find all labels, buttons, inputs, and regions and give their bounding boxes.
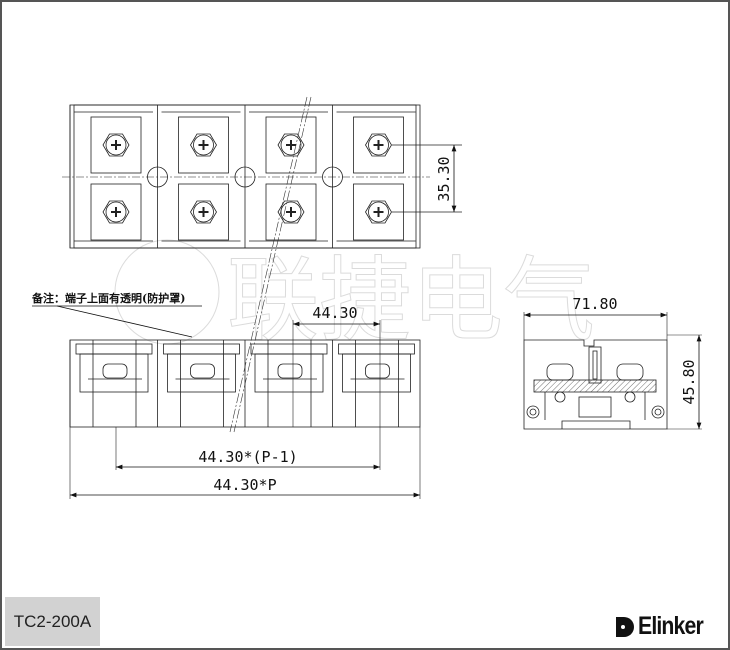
screw-head-icon [105, 134, 127, 156]
cross-slot-icon [286, 140, 296, 150]
hex-nut-icon [277, 133, 305, 157]
mounting-hole [526, 405, 540, 419]
hex-nut-icon [102, 200, 130, 224]
rail-notch [561, 420, 631, 429]
dim-label-width: 71.80 [572, 295, 617, 313]
mounting-hole [234, 166, 256, 188]
break-line [229, 96, 312, 433]
mounting-hole [147, 166, 168, 188]
thread-circle [624, 391, 636, 403]
hex-nut-icon [277, 200, 305, 224]
screw-head-icon [193, 201, 214, 223]
cross-slot-icon [111, 207, 121, 217]
screw-head-icon [280, 201, 302, 223]
terminal-pocket [178, 183, 229, 241]
terminal-window [342, 353, 411, 393]
top-flange [75, 343, 153, 355]
screw-side-icon [365, 363, 390, 379]
top-view [62, 104, 430, 249]
hatched-busbar [533, 379, 657, 393]
mounting-hole [651, 405, 665, 419]
cross-slot-icon [198, 140, 209, 150]
hex-nut-icon [365, 200, 392, 224]
screw-head-icon [280, 134, 302, 156]
terminal-window [167, 353, 236, 393]
screw-head-icon [368, 134, 389, 156]
dim-span-pminus1: 44.30*(P-1) [115, 427, 380, 470]
terminal-pocket [178, 116, 229, 174]
dim-label-height: 45.80 [680, 359, 698, 404]
base-window [578, 396, 612, 418]
screw-head-icon [193, 134, 214, 156]
mounting-hole-inner [529, 408, 537, 416]
brand-text: Elinker [638, 612, 704, 640]
side-view [523, 339, 668, 430]
center-barrier-slot [592, 350, 598, 380]
cross-slot-icon [373, 140, 384, 150]
hex-nut-icon [190, 200, 217, 224]
thread-circle [554, 391, 566, 403]
screw-side-icon [102, 363, 128, 379]
cross-slot-icon [286, 207, 296, 217]
model-label: TC2-200A [5, 597, 100, 646]
screw-side-icon [616, 363, 644, 381]
dim-71-80: 71.80 [523, 295, 668, 340]
brand-mark-icon [616, 616, 634, 637]
screw-side-icon [546, 363, 574, 381]
dim-total: 44.30*P [69, 427, 421, 499]
break-line-stroke [233, 96, 312, 433]
note-text: 备注：端子上面有透明(防护罩) [31, 291, 185, 305]
terminal-window [79, 353, 149, 393]
dim-45-80: 45.80 [667, 334, 702, 430]
dim-label-span: 44.30*(P-1) [198, 448, 297, 466]
mounting-hole-inner [654, 408, 662, 416]
watermark-text: 联捷电气 [227, 247, 595, 354]
screw-head-icon [105, 201, 127, 223]
terminal-pocket [265, 116, 317, 174]
dim-label-pitch: 44.30 [312, 304, 357, 322]
screw-side-icon [190, 363, 215, 379]
terminal-window [254, 353, 324, 393]
cross-slot-icon [111, 140, 121, 150]
screw-side-icon [277, 363, 303, 379]
break-line-stroke [229, 96, 308, 433]
front-view [69, 339, 421, 428]
watermark: 联捷电气 [114, 239, 596, 355]
dim-35-30: 35.30 [392, 144, 462, 213]
terminal-pocket [90, 183, 142, 241]
hex-nut-icon [190, 133, 217, 157]
note-leader [56, 305, 193, 338]
mounting-hole [322, 166, 343, 188]
hex-nut-icon [102, 133, 130, 157]
hex-nut-icon [365, 133, 392, 157]
dim-label-pole-spacing: 35.30 [435, 156, 453, 201]
terminal-pocket [90, 116, 142, 174]
side-view-outline [523, 339, 668, 430]
screw-head-icon [368, 201, 389, 223]
dim-44-30-pitch: 44.30 [292, 304, 381, 470]
model-text: TC2-200A [13, 611, 92, 631]
cross-slot-icon [198, 207, 209, 217]
cross-slot-icon [373, 207, 384, 217]
brand-logo: Elinker [614, 612, 714, 641]
dim-label-total: 44.30*P [213, 476, 276, 494]
